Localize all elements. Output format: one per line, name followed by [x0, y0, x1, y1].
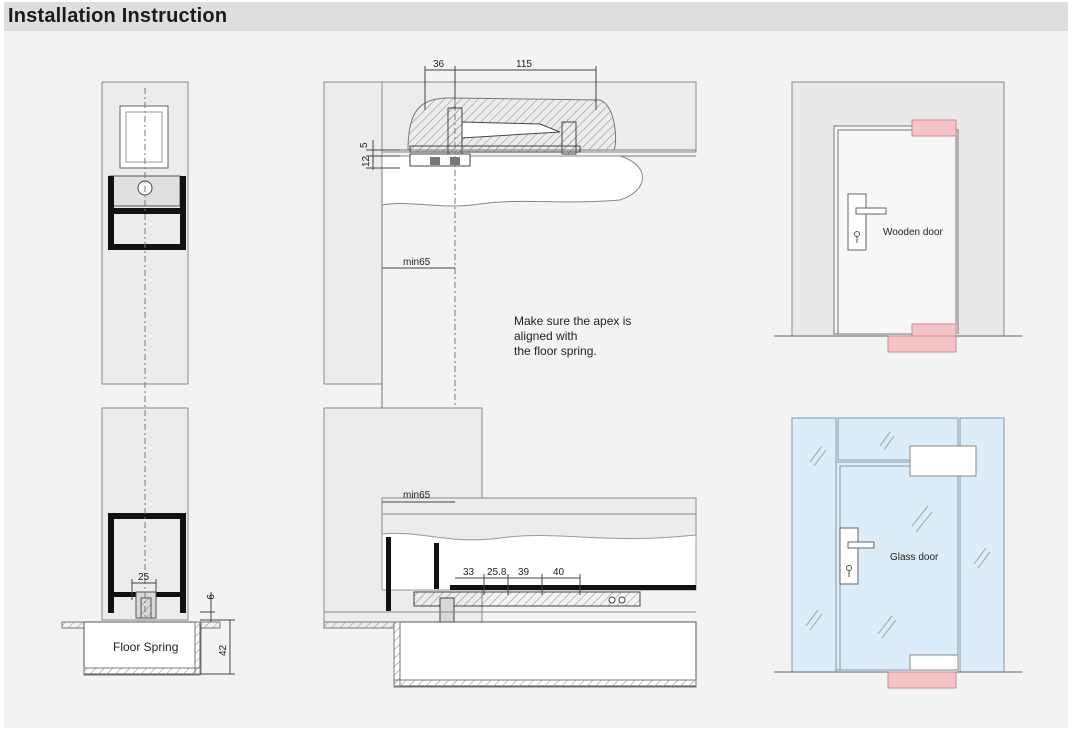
apex-note-line1: Make sure the apex is: [514, 314, 631, 328]
apex-note-line2: aligned with: [514, 329, 577, 343]
glass-door-elevation: Glass door: [774, 417, 1022, 689]
glass-floor-spring-pink: [887, 671, 957, 689]
apex-note-line3: the floor spring.: [514, 344, 597, 358]
wooden-door-elevation: Wooden door: [774, 81, 1022, 353]
floor-spring-label: Floor Spring: [113, 640, 178, 654]
dim-25-8: 25.8: [487, 567, 507, 578]
top-pivot-pink: [911, 119, 957, 137]
glass-door-label: Glass door: [890, 552, 939, 563]
dim-min65-bottom: min65: [403, 490, 431, 501]
dim-25: 25: [138, 572, 150, 583]
header-bar: Installation Instruction: [4, 2, 1068, 31]
door-handle: [855, 207, 887, 215]
dim-39: 39: [518, 567, 530, 578]
glass-top-patch: [909, 445, 977, 477]
dim-12: 12: [361, 155, 372, 167]
dim-33: 33: [463, 567, 475, 578]
floor-spring-pink: [887, 335, 957, 353]
wooden-door-label: Wooden door: [883, 227, 944, 238]
dim-5: 5: [359, 142, 370, 148]
top-wall-jamb: [323, 81, 383, 385]
left-section-view: Floor Spring 25 9 42: [61, 81, 235, 676]
middle-section-view: 36 115 5 12 min65 Make sure the apex is …: [323, 59, 697, 688]
dim-36: 36: [433, 59, 445, 70]
dim-min65-top: min65: [403, 257, 431, 268]
dim-40: 40: [553, 567, 565, 578]
dim-9: 9: [204, 594, 215, 600]
dim-42: 42: [218, 644, 229, 656]
floor-pit: [393, 621, 697, 687]
page-title: Installation Instruction: [8, 5, 228, 27]
glass-reflection-marks: [805, 431, 991, 639]
dim-115: 115: [516, 59, 532, 70]
floor-spring-arm: [413, 591, 641, 607]
